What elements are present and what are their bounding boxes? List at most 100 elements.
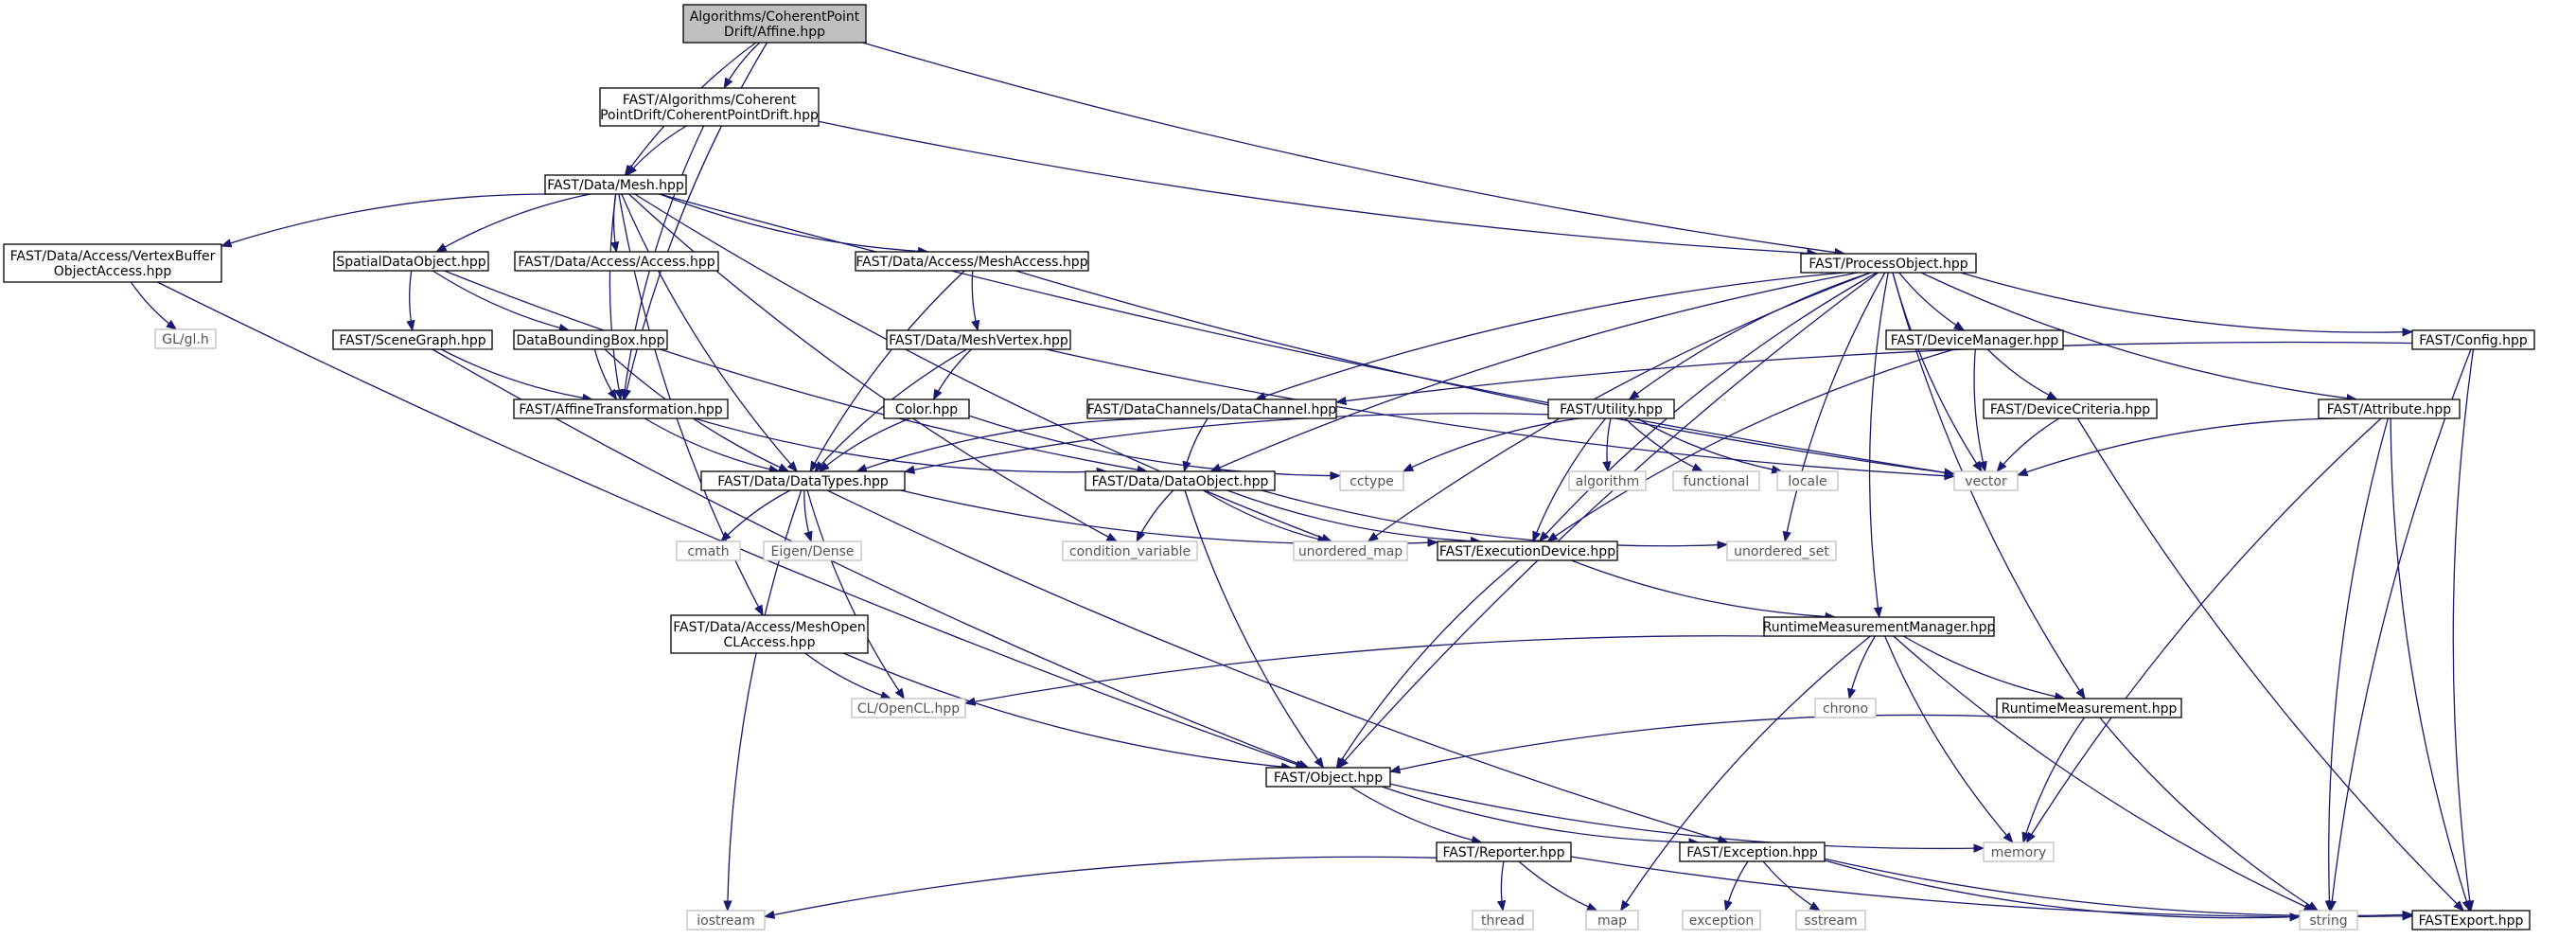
node-rtm[interactable]: RuntimeMeasurement.hpp	[1996, 698, 2182, 718]
node-bbox-box	[513, 329, 668, 350]
node-rtmm-label-0: RuntimeMeasurementManager.hpp	[1763, 620, 1996, 635]
edge-vbo-to-gl	[130, 281, 178, 330]
node-datachannel-label-0: FAST/DataChannels/DataChannel.hpp	[1087, 402, 1337, 417]
edge-exception-to-exceptionstd	[1723, 860, 1749, 912]
node-root-box	[682, 4, 867, 44]
node-config[interactable]: FAST/Config.hpp	[2411, 329, 2535, 350]
edge-rtm-to-memory	[2021, 717, 2086, 844]
node-eigen-box	[763, 540, 862, 561]
edge-datatypes-to-execdev	[900, 489, 1439, 547]
node-execdev[interactable]: FAST/ExecutionDevice.hpp	[1437, 540, 1618, 561]
edge-meshaccess-to-meshvertex	[971, 270, 980, 332]
node-devicecriteria[interactable]: FAST/DeviceCriteria.hpp	[1983, 399, 2158, 419]
edge-processobject-to-unset	[1782, 272, 1886, 543]
node-fastexport[interactable]: FASTExport.hpp	[2411, 910, 2531, 930]
node-cpd-label-0: FAST/Algorithms/Coherent	[623, 93, 797, 108]
node-reporter-label-0: FAST/Reporter.hpp	[1442, 845, 1564, 860]
node-mesh-label-0: FAST/Data/Mesh.hpp	[547, 178, 684, 193]
edge-meshvertex-to-vector	[1046, 348, 1956, 481]
node-locale-box	[1776, 470, 1839, 491]
edge-config-to-fastexport	[2452, 348, 2475, 912]
node-rtmm[interactable]: RuntimeMeasurementManager.hpp	[1763, 616, 1996, 637]
node-utility[interactable]: FAST/Utility.hpp	[1547, 399, 1675, 419]
node-rtmm-box	[1763, 616, 1995, 637]
node-exception[interactable]: FAST/Exception.hpp	[1679, 842, 1826, 862]
node-memory-box	[1983, 842, 2055, 862]
node-dataobject[interactable]: FAST/Data/DataObject.hpp	[1085, 470, 1276, 491]
node-algorithm-label-0: algorithm	[1576, 474, 1640, 489]
edge-dataobject-to-condvar	[1136, 489, 1174, 543]
edge-bbox-to-affinetrans	[593, 348, 618, 400]
edge-processobject-to-vector	[1892, 272, 1983, 472]
edge-devicemanager-to-devicecriteria	[1986, 348, 2058, 400]
edge-dataobject-to-execdev	[1226, 489, 1482, 546]
node-reporter[interactable]: FAST/Reporter.hpp	[1436, 842, 1572, 862]
node-root-label-1: Drift/Affine.hpp	[724, 25, 825, 40]
node-vector-label-0: vector	[1965, 474, 2007, 489]
node-processobject[interactable]: FAST/ProcessObject.hpp	[1800, 253, 1977, 274]
node-spatial[interactable]: SpatialDataObject.hpp	[333, 251, 489, 272]
node-scenegraph[interactable]: FAST/SceneGraph.hpp	[332, 329, 493, 350]
node-condvar: condition_variable	[1062, 540, 1198, 561]
edge-config-to-string	[2327, 348, 2472, 912]
edge-processobject-to-attribute	[1920, 272, 2358, 403]
node-utility-label-0: FAST/Utility.hpp	[1560, 402, 1663, 417]
node-attribute[interactable]: FAST/Attribute.hpp	[2318, 399, 2461, 419]
node-object[interactable]: FAST/Object.hpp	[1265, 767, 1391, 788]
node-opencl: CL/OpenCL.hpp	[851, 698, 966, 718]
node-exceptionstd-box	[1682, 910, 1761, 930]
edge-datatypes-to-eigen	[803, 489, 813, 543]
node-vbo-label-1: ObjectAccess.hpp	[54, 264, 172, 279]
node-gl-label-0: GL/gl.h	[162, 332, 208, 347]
edge-attribute-to-fastexport	[2390, 417, 2471, 912]
edge-exception-to-fastexport	[1824, 858, 2414, 920]
edge-datatypes-to-cmath	[720, 489, 791, 542]
node-unmap-label-0: unordered_map	[1298, 544, 1403, 559]
node-datachannel[interactable]: FAST/DataChannels/DataChannel.hpp	[1086, 399, 1337, 419]
node-sstream-box	[1795, 910, 1866, 930]
node-functional-label-0: functional	[1684, 474, 1750, 489]
edge-cpd-to-processobject	[818, 120, 1819, 258]
node-cpd[interactable]: FAST/Algorithms/CoherentPointDrift/Coher…	[599, 87, 820, 127]
edge-datachannel-to-dataobject	[1182, 417, 1209, 473]
edge-attribute-to-memory	[2025, 417, 2382, 843]
edge-processobject-to-devicemanager	[1898, 272, 1966, 331]
node-unmap: unordered_map	[1293, 540, 1408, 561]
node-chrono: chrono	[1814, 698, 1877, 718]
edge-utility-to-algorithm	[1602, 417, 1612, 473]
node-vector-box	[1953, 470, 2019, 491]
node-affinetrans-box	[513, 399, 729, 419]
node-string: string	[2299, 910, 2358, 930]
edge-object-to-exception	[1381, 786, 1700, 847]
node-mesh[interactable]: FAST/Data/Mesh.hpp	[544, 174, 687, 195]
edge-processobject-to-utility	[1628, 272, 1871, 400]
node-object-box	[1265, 767, 1391, 788]
node-bbox[interactable]: DataBoundingBox.hpp	[513, 329, 668, 350]
node-access[interactable]: FAST/Data/Access/Access.hpp	[514, 251, 719, 272]
edge-rtmm-to-opencl	[963, 635, 1767, 706]
edge-utility-to-cctype	[1402, 417, 1580, 472]
node-vector: vector	[1953, 470, 2019, 491]
edge-vbo-to-object	[157, 281, 1307, 769]
node-string-label-0: string	[2309, 913, 2347, 929]
node-devicemanager[interactable]: FAST/DeviceManager.hpp	[1885, 329, 2064, 350]
node-color[interactable]: Color.hpp	[883, 399, 970, 419]
node-eigen: Eigen/Dense	[763, 540, 862, 561]
edge-root-to-processobject	[862, 42, 1846, 257]
node-execdev-label-0: FAST/ExecutionDevice.hpp	[1439, 544, 1615, 559]
edge-mesh-to-meshaccess	[659, 193, 929, 257]
edge-spatial-to-scenegraph	[406, 270, 415, 332]
node-root[interactable]: Algorithms/CoherentPointDrift/Affine.hpp	[682, 4, 867, 44]
node-datatypes[interactable]: FAST/Data/DataTypes.hpp	[700, 470, 906, 491]
node-exception-box	[1679, 842, 1826, 862]
node-chrono-box	[1814, 698, 1877, 718]
node-affinetrans[interactable]: FAST/AffineTransformation.hpp	[513, 399, 729, 419]
node-meshaccess[interactable]: FAST/Data/Access/MeshAccess.hpp	[855, 251, 1089, 272]
edge-rtmm-to-rtm	[1902, 635, 2066, 701]
node-meshvertex-box	[886, 329, 1071, 350]
edge-dataobject-to-unset	[1261, 489, 1729, 550]
edge-processobject-to-config	[1960, 272, 2414, 337]
node-vbo[interactable]: FAST/Data/Access/VertexBufferObjectAcces…	[3, 243, 222, 283]
node-meshvertex[interactable]: FAST/Data/MeshVertex.hpp	[886, 329, 1071, 350]
